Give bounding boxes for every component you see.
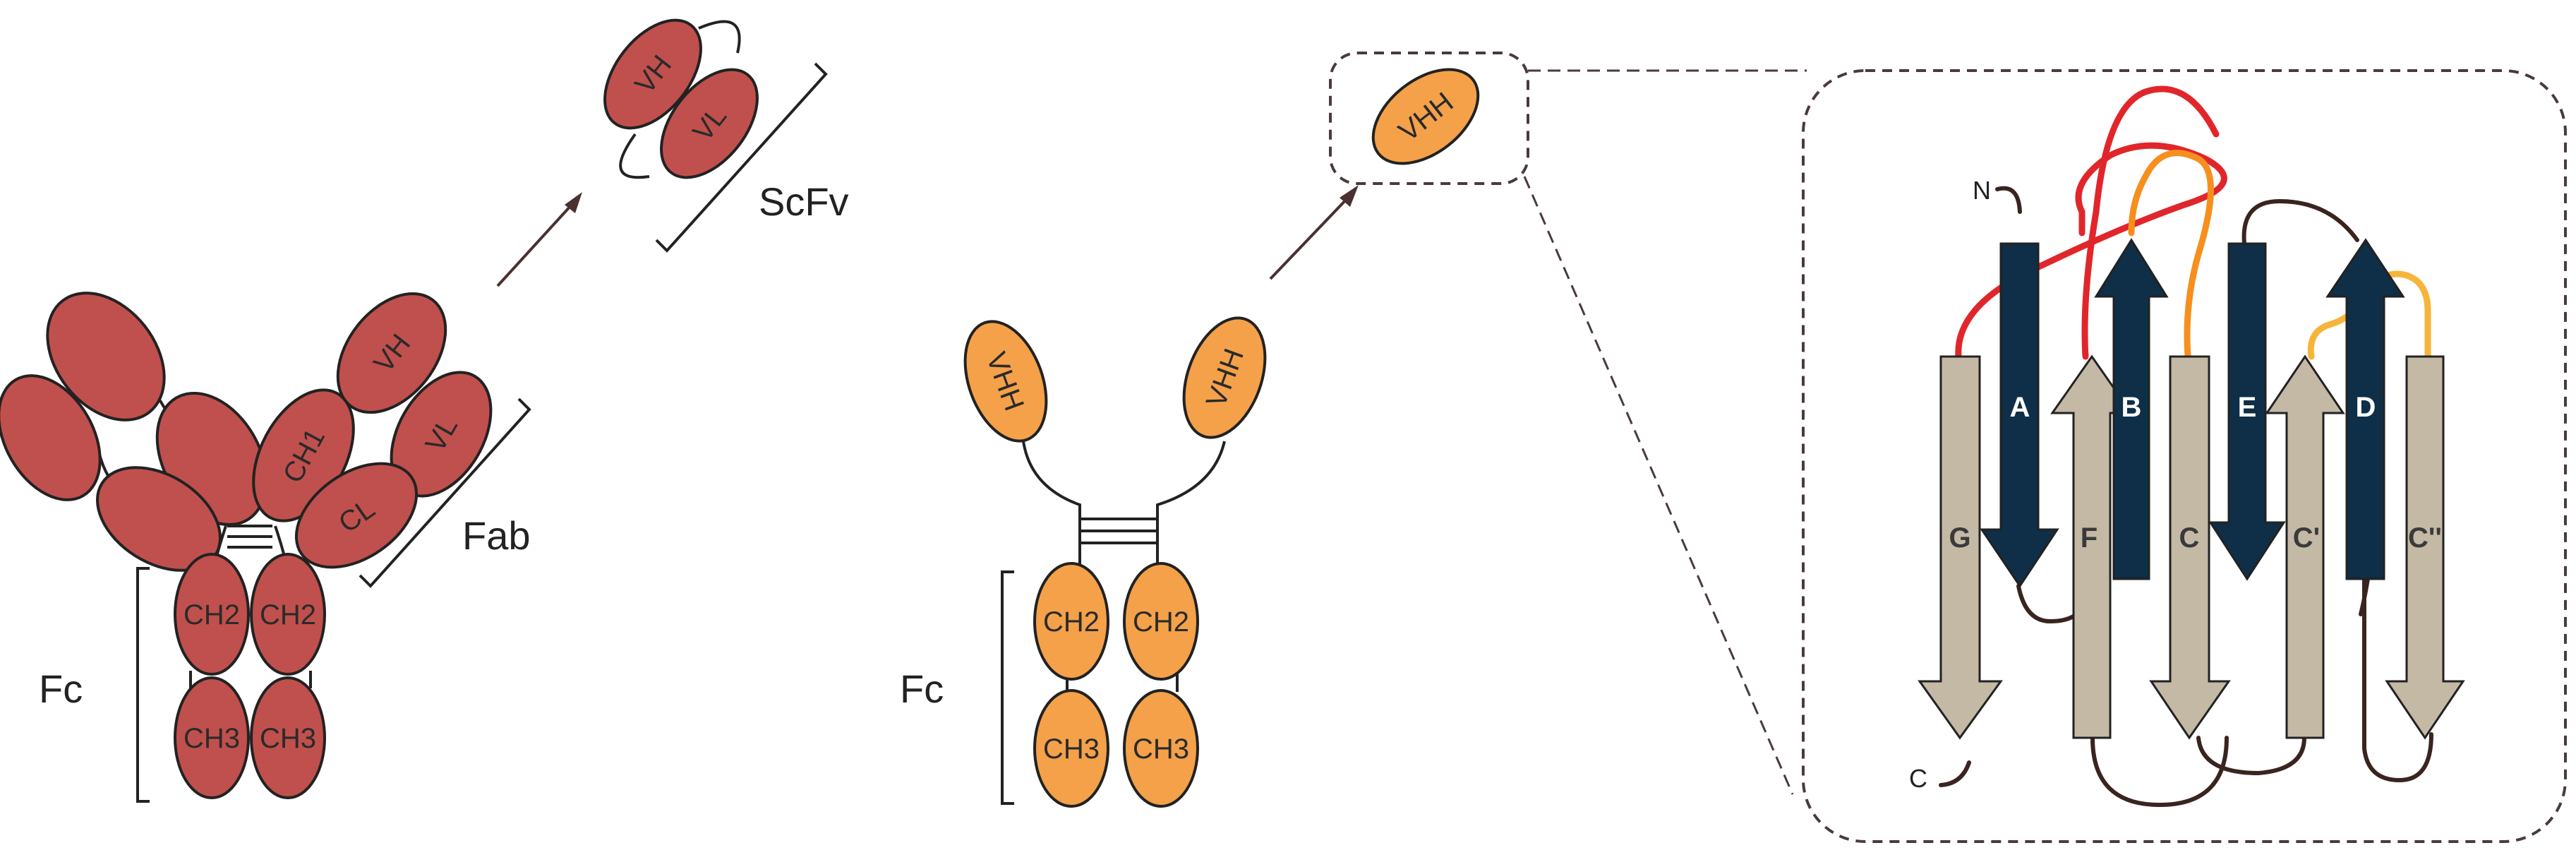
cdr2-loop bbox=[2128, 150, 2214, 360]
scfv-linker bbox=[619, 20, 741, 179]
strand-b-label: B bbox=[2121, 392, 2142, 423]
n-terminus-tail bbox=[1995, 186, 2022, 214]
igg-ch2-right-domain: CH2 bbox=[250, 553, 326, 676]
igg-ch3-left-label: CH3 bbox=[183, 723, 240, 754]
arrow-hcab-to-vhh bbox=[1269, 185, 1359, 280]
strand-a-label: A bbox=[2010, 392, 2030, 423]
scfv-vl-domain: VL bbox=[660, 68, 759, 179]
igg-right-vl-domain: VL bbox=[390, 371, 493, 498]
loop-c-to-cprime bbox=[2196, 736, 2306, 776]
hcab-fc-bracket bbox=[1001, 570, 1014, 805]
igg-right-cl-domain: CL bbox=[294, 462, 419, 569]
hcab-ch3-right-label: CH3 bbox=[1133, 734, 1189, 765]
strand-e-label: E bbox=[2238, 392, 2257, 423]
loop-f-to-g bbox=[2090, 736, 2229, 808]
strand-g: G bbox=[1918, 355, 2003, 740]
strand-b: B bbox=[2094, 238, 2169, 580]
strand-f-label: F bbox=[2081, 522, 2097, 554]
hcab-ch3-left-domain: CH3 bbox=[1033, 689, 1109, 808]
igg-left-vl-domain bbox=[0, 374, 102, 501]
strand-g-label: G bbox=[1949, 522, 1970, 554]
vhh-topology-panel: G A F B C E C' D bbox=[1802, 69, 2567, 843]
igg-ch2-right-label: CH2 bbox=[260, 599, 316, 630]
c-terminus-tail bbox=[1939, 760, 1971, 787]
igg-fc-label: Fc bbox=[39, 666, 83, 711]
igg-fc-bracket bbox=[136, 567, 150, 803]
strand-c-label: C bbox=[2179, 522, 2200, 554]
strand-d: D bbox=[2325, 238, 2405, 580]
scfv-bracket bbox=[655, 62, 828, 253]
hcab-ch3-right-domain: CH3 bbox=[1123, 689, 1199, 808]
igg-ch2-left-label: CH2 bbox=[183, 599, 240, 630]
igg-right-vh-domain: VH bbox=[336, 292, 447, 414]
hcab-ch3-left-label: CH3 bbox=[1043, 734, 1100, 765]
scfv-vh-domain: VH bbox=[603, 18, 702, 130]
strand-a: A bbox=[1980, 242, 2059, 588]
strand-c-prime: C' bbox=[2265, 354, 2345, 739]
loop-cprime-to-e bbox=[2241, 198, 2359, 246]
igg-antibody: VH VL CH1 CL CH2 CH2 CH3 CH3 bbox=[0, 292, 531, 803]
strand-f: F bbox=[2050, 354, 2133, 739]
igg-ch2-left-domain: CH2 bbox=[174, 553, 250, 676]
hcab-ch2-right-domain: CH2 bbox=[1123, 562, 1199, 681]
igg-left-vh-domain bbox=[46, 292, 166, 421]
arrow-igg-to-scfv bbox=[496, 192, 582, 287]
loop-d-to-cdoubleprime bbox=[2362, 577, 2433, 783]
strand-d-label: D bbox=[2356, 392, 2376, 423]
hcab-fc-label: Fc bbox=[900, 666, 944, 711]
hcab-hinge bbox=[1022, 441, 1226, 692]
nanobody: VHH bbox=[1329, 52, 1529, 185]
nanobody-zoom-box bbox=[1329, 52, 1529, 185]
c-terminus-label: C bbox=[1909, 764, 1927, 793]
strand-c: C bbox=[2149, 355, 2231, 740]
cdr1-loop-top bbox=[2081, 85, 2220, 360]
nanobody-vhh-domain: VHH bbox=[1371, 68, 1480, 165]
hcab-antibody: VHH VHH CH2 CH2 CH3 CH3 Fc bbox=[900, 316, 1267, 808]
strand-e: E bbox=[2208, 242, 2286, 581]
zoom-connectors bbox=[1523, 69, 1807, 795]
strand-c-prime-label: C' bbox=[2293, 522, 2320, 554]
igg-ch3-right-domain: CH3 bbox=[250, 676, 326, 799]
scfv-label: ScFv bbox=[759, 179, 849, 224]
hcab-vhh-right-domain: VHH bbox=[1182, 316, 1267, 439]
hcab-vhh-left-domain: VHH bbox=[963, 320, 1048, 443]
hcab-ch2-left-label: CH2 bbox=[1043, 606, 1100, 638]
hcab-ch2-left-domain: CH2 bbox=[1033, 562, 1109, 681]
igg-ch3-left-domain: CH3 bbox=[174, 676, 250, 799]
igg-ch3-right-label: CH3 bbox=[260, 723, 316, 754]
n-terminus-label: N bbox=[1973, 176, 1991, 205]
strand-c-double-prime-label: C'' bbox=[2408, 522, 2442, 554]
igg-fab-bracket bbox=[359, 397, 531, 588]
topology-zoom-box bbox=[1802, 69, 2567, 843]
strand-c-double-prime: C'' bbox=[2385, 355, 2465, 740]
scfv-fragment: VH VL ScFv bbox=[603, 18, 849, 253]
hcab-ch2-right-label: CH2 bbox=[1133, 606, 1189, 638]
igg-fab-label: Fab bbox=[462, 513, 531, 558]
